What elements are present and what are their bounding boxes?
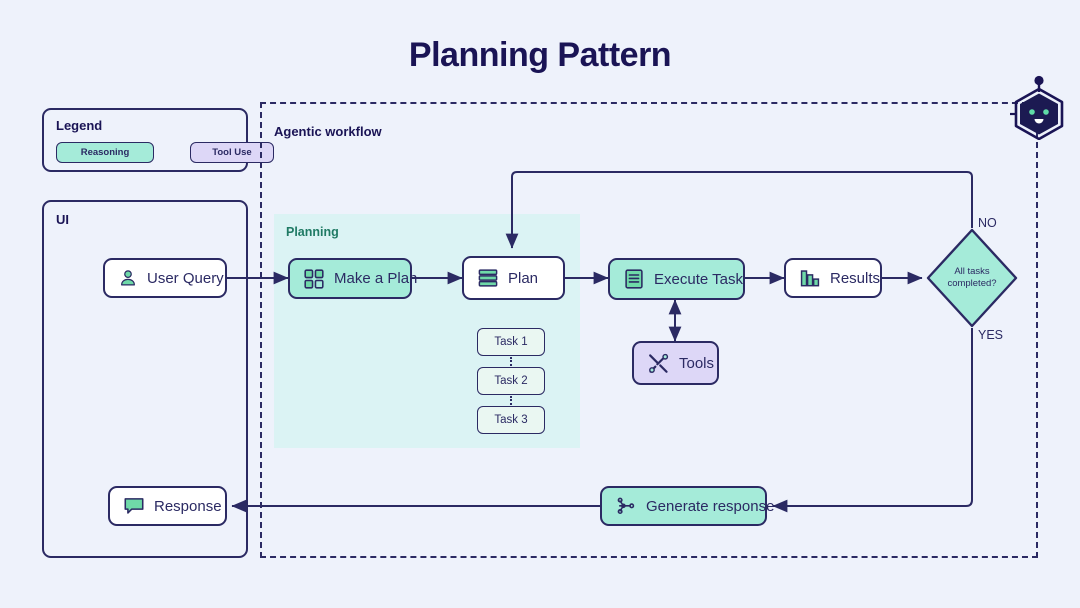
wrench-screwdriver-icon xyxy=(647,352,670,375)
node-graph-icon xyxy=(615,495,637,517)
task-label: Task 3 xyxy=(494,414,528,426)
node-label: Generate response xyxy=(646,497,775,515)
branch-label-no: NO xyxy=(978,216,997,230)
planning-label: Planning xyxy=(286,225,339,239)
page-title: Planning Pattern xyxy=(408,36,672,74)
node-make-a-plan[interactable]: Make a Plan xyxy=(288,258,417,299)
branch-label-yes: YES xyxy=(978,328,1004,342)
legend-panel: Legend Reasoning Tool Use xyxy=(42,108,274,172)
user-icon xyxy=(118,268,138,288)
node-user-query[interactable]: User Query xyxy=(103,258,227,298)
node-label: Response xyxy=(154,497,222,515)
node-label: Tools xyxy=(679,354,715,372)
node-label: Execute Task xyxy=(654,270,743,288)
task-item-1[interactable]: Task 1 xyxy=(477,328,545,356)
task-connector-1 xyxy=(510,357,512,369)
node-generate-response[interactable]: Generate response xyxy=(600,486,774,526)
task-label: Task 2 xyxy=(494,375,528,387)
bar-chart-icon xyxy=(799,267,821,289)
agentic-workflow-label: Agentic workflow xyxy=(274,124,382,139)
node-label: Make a Plan xyxy=(334,270,418,287)
ui-panel-title: UI xyxy=(56,212,69,227)
node-label: User Query xyxy=(147,269,224,287)
legend-title: Legend xyxy=(56,118,103,133)
legend-item-reasoning: Reasoning xyxy=(56,142,154,163)
node-label: Results xyxy=(830,269,881,287)
node-tools[interactable]: Tools xyxy=(632,341,719,385)
bot-hexagon-icon xyxy=(1010,74,1068,141)
task-connector-2 xyxy=(510,396,512,408)
grid-squares-icon xyxy=(303,268,325,290)
chat-bubble-icon xyxy=(123,496,145,516)
task-label: Task 1 xyxy=(494,336,528,348)
legend-item-tool-use: Tool Use xyxy=(190,142,274,163)
task-item-3[interactable]: Task 3 xyxy=(477,406,545,434)
node-response[interactable]: Response xyxy=(108,486,227,526)
stacked-bars-icon xyxy=(477,267,499,289)
task-item-2[interactable]: Task 2 xyxy=(477,367,545,395)
node-results[interactable]: Results xyxy=(784,258,882,298)
decision-all-tasks-completed[interactable]: All tasks completed? xyxy=(926,228,1018,328)
node-label: Plan xyxy=(508,269,539,287)
diamond-shape xyxy=(926,228,1018,328)
agentic-workflow-region xyxy=(260,102,1038,558)
document-list-icon xyxy=(623,268,645,290)
node-execute-task[interactable]: Execute Task xyxy=(608,258,745,300)
node-plan[interactable]: Plan xyxy=(462,256,565,300)
